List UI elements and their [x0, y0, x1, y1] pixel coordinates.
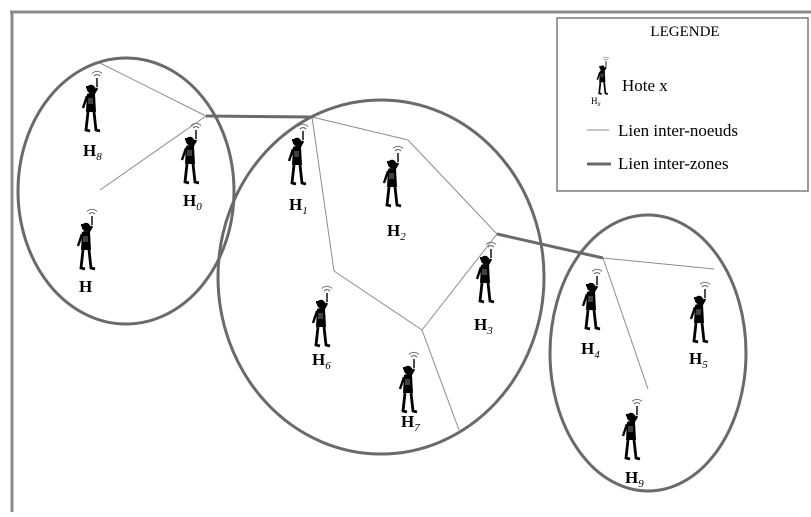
host-h7: H7 [398, 350, 421, 434]
legend-host-symbol-label: Hx [591, 96, 602, 108]
host-figure-icon [180, 121, 203, 185]
host-figure-icon [311, 284, 334, 348]
host-label: H8 [83, 141, 102, 163]
link-h7-edge [421, 329, 460, 431]
host-figure-icon [76, 207, 99, 271]
legend: LEGENDE Hx Hote x Lien inter-noeuds Lien… [556, 17, 809, 192]
zone-center [216, 98, 546, 456]
link-h7-h3 [421, 233, 498, 331]
zone-left [16, 56, 236, 326]
host-figure-icon [382, 144, 405, 208]
host-h3: H3 [474, 240, 498, 337]
host-label: H1 [289, 195, 308, 217]
zones-layer [16, 56, 748, 493]
legend-zone-link-label: Lien inter-zones [618, 154, 729, 173]
host-figure-icon [621, 397, 644, 461]
zone-right [548, 213, 748, 493]
host-label: H3 [474, 315, 493, 337]
host-label: H6 [312, 350, 331, 372]
link-h1-h6 [311, 116, 335, 272]
zone-link-h0-h1 [205, 114, 313, 119]
link-h6-h7 [333, 270, 423, 331]
host-label: H2 [387, 221, 406, 243]
legend-host-label: Hote x [622, 76, 668, 95]
host-figure-icon [689, 280, 712, 344]
link-h1-h2 [311, 116, 409, 141]
legend-title: LEGENDE [650, 24, 719, 40]
host-label: H5 [689, 349, 708, 371]
frame [10, 10, 811, 512]
host-h9: H9 [621, 397, 644, 490]
link-h-h0 [99, 115, 207, 191]
host-figure-icon [81, 69, 104, 133]
link-h4-h5 [602, 257, 715, 270]
link-h4-h9 [602, 257, 649, 390]
host-figure-icon [581, 267, 604, 331]
host-h2: H2 [382, 144, 406, 243]
host-label: H4 [581, 339, 600, 361]
host-label: H9 [625, 468, 644, 490]
legend-node-link-label: Lien inter-noeuds [618, 121, 738, 140]
link-h8-h0 [99, 62, 207, 117]
zone-link-h3-h4 [496, 232, 604, 260]
host-figure-icon [287, 122, 310, 186]
host-h5: H5 [689, 280, 712, 371]
host-h6: H6 [311, 284, 334, 372]
links-layer [99, 62, 715, 431]
legend-host-symbol: Hx [591, 56, 610, 108]
host-h1: H1 [287, 122, 310, 217]
host-h8: H8 [81, 69, 104, 163]
host-h4: H4 [581, 267, 604, 361]
host-label: H7 [401, 412, 420, 434]
host-label: H0 [183, 191, 202, 213]
host-label: H [79, 277, 92, 296]
host-figure-icon [475, 240, 498, 304]
host-h: H [76, 207, 99, 296]
host-h0: H0 [180, 121, 203, 213]
link-h2-h3 [407, 139, 498, 235]
legend-box [556, 17, 809, 192]
host-figure-icon [398, 350, 421, 414]
